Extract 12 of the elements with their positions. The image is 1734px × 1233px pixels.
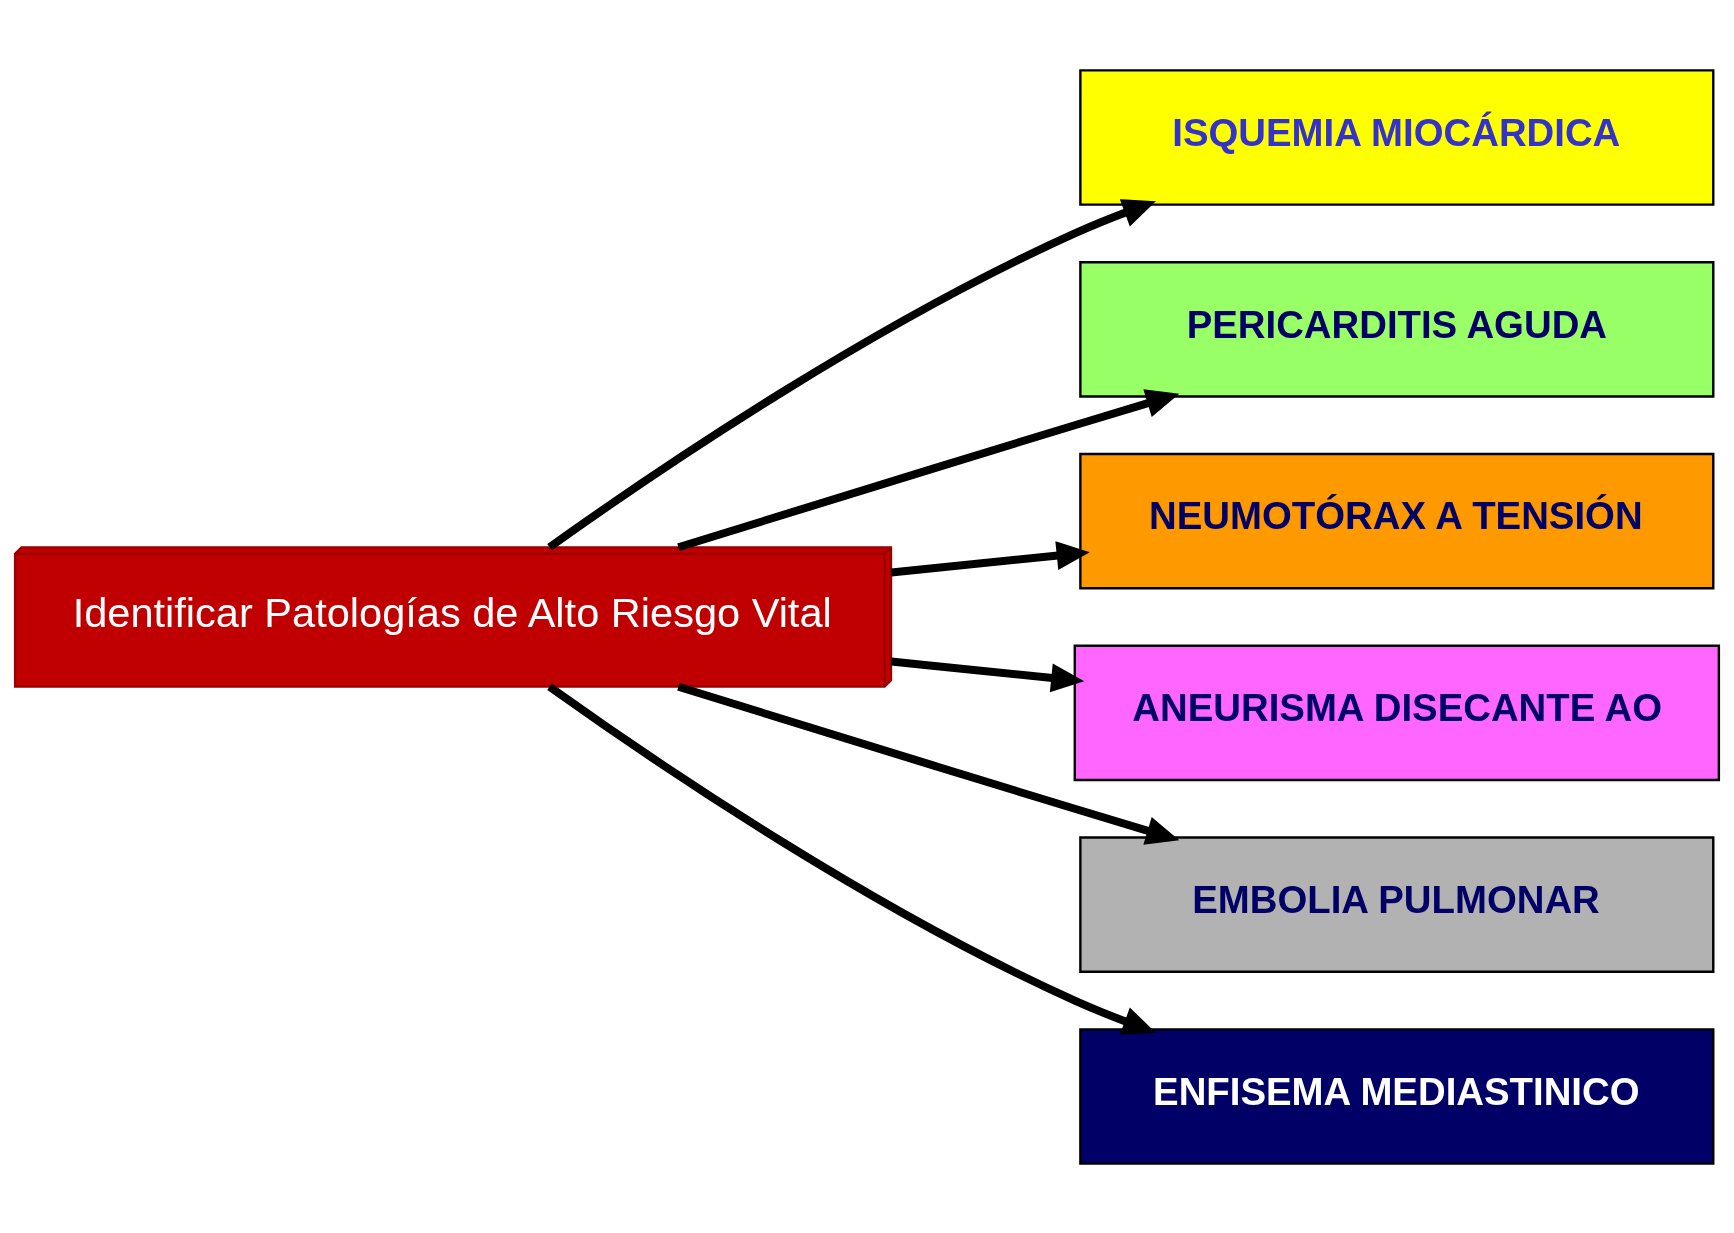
node-box: ENFISEMA MEDIASTINICO: [1079, 1027, 1715, 1165]
arrow: [677, 388, 1180, 551]
arrow: [890, 540, 1090, 576]
arrow: [890, 657, 1085, 692]
node-box: EMBOLIA PULMONAR: [1079, 835, 1715, 973]
node-box: ISQUEMIA MIOCÁRDICA: [1079, 68, 1715, 206]
node-box: ANEURISMA DISECANTE AO: [1073, 644, 1721, 781]
arrow: [547, 683, 1156, 1035]
node-box: NEUMOTÓRAX A TENSIÓN: [1079, 452, 1715, 589]
arrow: [677, 682, 1180, 845]
arrow: [547, 198, 1156, 550]
node-box: PERICARDITIS AGUDA: [1079, 260, 1715, 398]
